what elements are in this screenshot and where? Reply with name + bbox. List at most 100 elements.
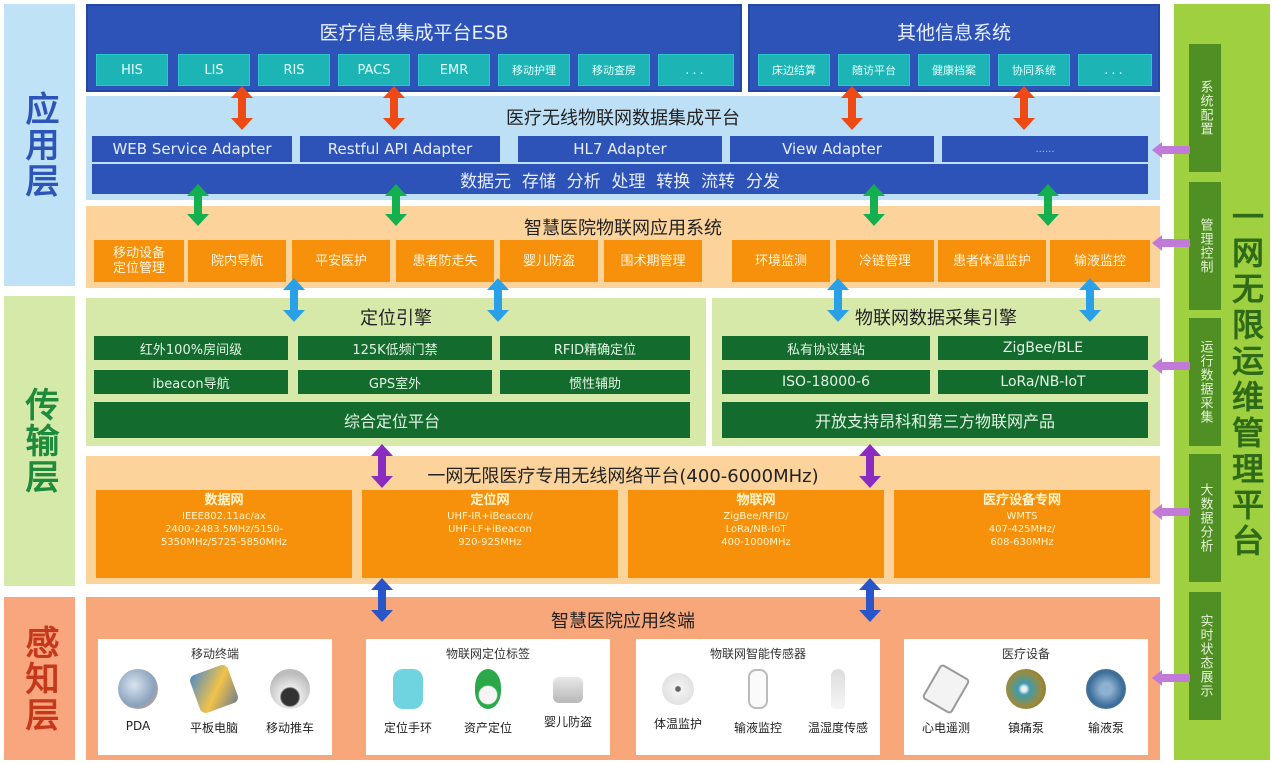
adapter-hl7[interactable]: HL7 Adapter <box>518 136 722 162</box>
other-item-followup[interactable]: 随访平台 <box>838 54 910 86</box>
app-item-patient-wander[interactable]: 患者防走失 <box>396 240 494 282</box>
app-item-perioperative[interactable]: 围术期管理 <box>604 240 702 282</box>
ops-item-management[interactable]: 管理控制 <box>1189 182 1221 310</box>
other-item-collaboration[interactable]: 协同系统 <box>998 54 1070 86</box>
iot-item-lora-nbiot[interactable]: LoRa/NB-IoT <box>938 370 1148 394</box>
arrow-pink-icon <box>1152 235 1190 251</box>
terminal-group-title: 物联网定位标签 <box>445 647 530 661</box>
arrow-red-icon <box>383 86 405 130</box>
network-medical-device-line: 407-425MHz/ <box>988 524 1056 535</box>
positioning-engine-panel: 定位引擎 红外100%房间级 125K低频门禁 RFID精确定位 ibeacon… <box>86 298 706 446</box>
adapter-web-service[interactable]: WEB Service Adapter <box>92 136 292 162</box>
esb-item-lis[interactable]: LIS <box>178 54 250 86</box>
device-tablet[interactable]: 平板电脑 <box>174 663 254 736</box>
iot-item-zigbee-ble[interactable]: ZigBee/BLE <box>938 336 1148 360</box>
ops-item-realtime-status[interactable]: 实时状态展示 <box>1189 592 1221 720</box>
network-positioning-name: 定位网 <box>470 493 510 508</box>
device-label: 婴儿防盗 <box>543 715 592 729</box>
network-data[interactable]: 数据网 IEEE802.11ac/ax 2400-2483.5MHz/5150-… <box>96 490 352 578</box>
device-cart[interactable]: 移动推车 <box>250 669 330 736</box>
pos-item-infrared[interactable]: 红外100%房间级 <box>94 336 288 360</box>
app-item-environment[interactable]: 环境监测 <box>732 240 830 282</box>
device-wristband[interactable]: 定位手环 <box>368 669 448 736</box>
network-iot-line: ZigBee/RFID/ <box>723 511 789 522</box>
ops-item-label: 实时状态展示 <box>1197 614 1213 698</box>
tablet-icon <box>188 663 240 715</box>
terminal-group-title: 医疗设备 <box>1001 647 1050 661</box>
device-label: 定位手环 <box>383 721 432 735</box>
network-iot-name: 物联网 <box>736 493 776 508</box>
network-data-line: 2400-2483.5MHz/5150- <box>165 524 283 535</box>
layer-label-transport-text: 传输层 <box>19 387 59 495</box>
device-label: 资产定位 <box>463 721 512 735</box>
wireless-platform-panel: 一网无限医疗专用无线网络平台(400-6000MHz) 数据网 IEEE802.… <box>86 456 1160 584</box>
terminals-title: 智慧医院应用终端 <box>551 611 695 632</box>
app-item-infusion[interactable]: 输液监控 <box>1050 240 1150 282</box>
arrow-purple-icon <box>371 444 393 488</box>
esb-item-ris[interactable]: RIS <box>258 54 330 86</box>
iot-platform[interactable]: 开放支持昂科和第三方物联网产品 <box>722 402 1148 438</box>
device-humidity-sensor[interactable]: 温湿度传感 <box>798 669 878 736</box>
arrow-red-icon <box>231 86 253 130</box>
other-item-health-records[interactable]: 健康档案 <box>918 54 990 86</box>
network-medical-device[interactable]: 医疗设备专网 WMTS 407-425MHz/ 608-630MHz <box>894 490 1150 578</box>
arrow-cyan-icon <box>487 278 509 322</box>
pos-item-gps[interactable]: GPS室外 <box>298 370 492 394</box>
device-asset-tag[interactable]: 资产定位 <box>448 669 528 736</box>
pda-icon <box>118 669 158 709</box>
esb-item-his[interactable]: HIS <box>96 54 168 86</box>
device-ecg[interactable]: 心电遥测 <box>906 663 986 736</box>
layer-label-application: 应用层 <box>4 4 75 286</box>
iot-item-private-base[interactable]: 私有协议基站 <box>722 336 930 360</box>
app-system-panel: 智慧医院物联网应用系统 移动设备 定位管理 院内导航 平安医护 患者防走失 婴儿… <box>86 206 1160 288</box>
adapter-view[interactable]: View Adapter <box>730 136 934 162</box>
device-label: PDA <box>125 719 151 733</box>
pos-item-inertial[interactable]: 惯性辅助 <box>500 370 690 394</box>
app-item-safe-care[interactable]: 平安医护 <box>292 240 390 282</box>
device-infusion-monitor[interactable]: 输液监控 <box>718 669 798 736</box>
device-analgesia-pump[interactable]: 镇痛泵 <box>986 669 1066 736</box>
esb-item-pacs[interactable]: PACS <box>338 54 410 86</box>
arrow-cyan-icon <box>283 278 305 322</box>
device-infusion-pump[interactable]: 输液泵 <box>1066 669 1146 736</box>
app-item-device-location[interactable]: 移动设备 定位管理 <box>94 240 184 282</box>
app-item-indoor-navigation[interactable]: 院内导航 <box>188 240 286 282</box>
ops-item-runtime-data[interactable]: 运行数据采集 <box>1189 318 1221 446</box>
network-positioning-line: UHF-IR+iBeacon/ <box>447 511 533 522</box>
device-pda[interactable]: PDA <box>98 669 178 733</box>
ops-platform-title-text: 一网无限运维管理平台 <box>1227 200 1265 560</box>
network-medical-device-line: 608-630MHz <box>990 537 1054 548</box>
humidity-sensor-icon <box>831 669 845 709</box>
ops-item-label: 大数据分析 <box>1197 483 1213 553</box>
analgesia-pump-icon <box>1006 669 1046 709</box>
adapter-more[interactable]: ...... <box>942 136 1148 162</box>
pos-item-rfid[interactable]: RFID精确定位 <box>500 336 690 360</box>
terminal-group-tags: 物联网定位标签 定位手环 资产定位 婴儿防盗 <box>366 639 610 755</box>
temp-sensor-icon <box>662 673 694 705</box>
esb-item-mobile-nursing[interactable]: 移动护理 <box>498 54 570 86</box>
other-item-more[interactable]: ... <box>1078 54 1152 86</box>
ops-item-system-config[interactable]: 系统配置 <box>1189 44 1221 172</box>
ops-item-big-data[interactable]: 大数据分析 <box>1189 454 1221 582</box>
esb-item-emr[interactable]: EMR <box>418 54 490 86</box>
app-item-temperature[interactable]: 患者体温监护 <box>938 240 1046 282</box>
adapter-restful-api[interactable]: Restful API Adapter <box>300 136 500 162</box>
pos-item-ibeacon[interactable]: ibeacon导航 <box>94 370 288 394</box>
iot-item-iso18000[interactable]: ISO-18000-6 <box>722 370 930 394</box>
network-positioning[interactable]: 定位网 UHF-IR+iBeacon/ UHF-LF+iBeacon 920-9… <box>362 490 618 578</box>
device-label: 输液监控 <box>733 721 782 735</box>
cart-icon <box>270 669 310 709</box>
app-item-cold-chain[interactable]: 冷链管理 <box>836 240 934 282</box>
esb-item-more[interactable]: ... <box>658 54 734 86</box>
app-item-infant-security[interactable]: 婴儿防盗 <box>500 240 598 282</box>
device-infant-tag[interactable]: 婴儿防盗 <box>528 669 608 730</box>
pos-platform[interactable]: 综合定位平台 <box>94 402 690 438</box>
other-item-bedside-billing[interactable]: 床边结算 <box>758 54 830 86</box>
network-iot[interactable]: 物联网 ZigBee/RFID/ LoRa/NB-IoT 400-1000MHz <box>628 490 884 578</box>
device-temp-monitor[interactable]: 体温监护 <box>638 669 718 732</box>
pos-item-lf-access[interactable]: 125K低频门禁 <box>298 336 492 360</box>
esb-item-mobile-rounds[interactable]: 移动查房 <box>578 54 650 86</box>
network-iot-line: LoRa/NB-IoT <box>725 524 787 535</box>
arrow-pink-icon <box>1152 670 1190 686</box>
infusion-pump-icon <box>1086 669 1126 709</box>
